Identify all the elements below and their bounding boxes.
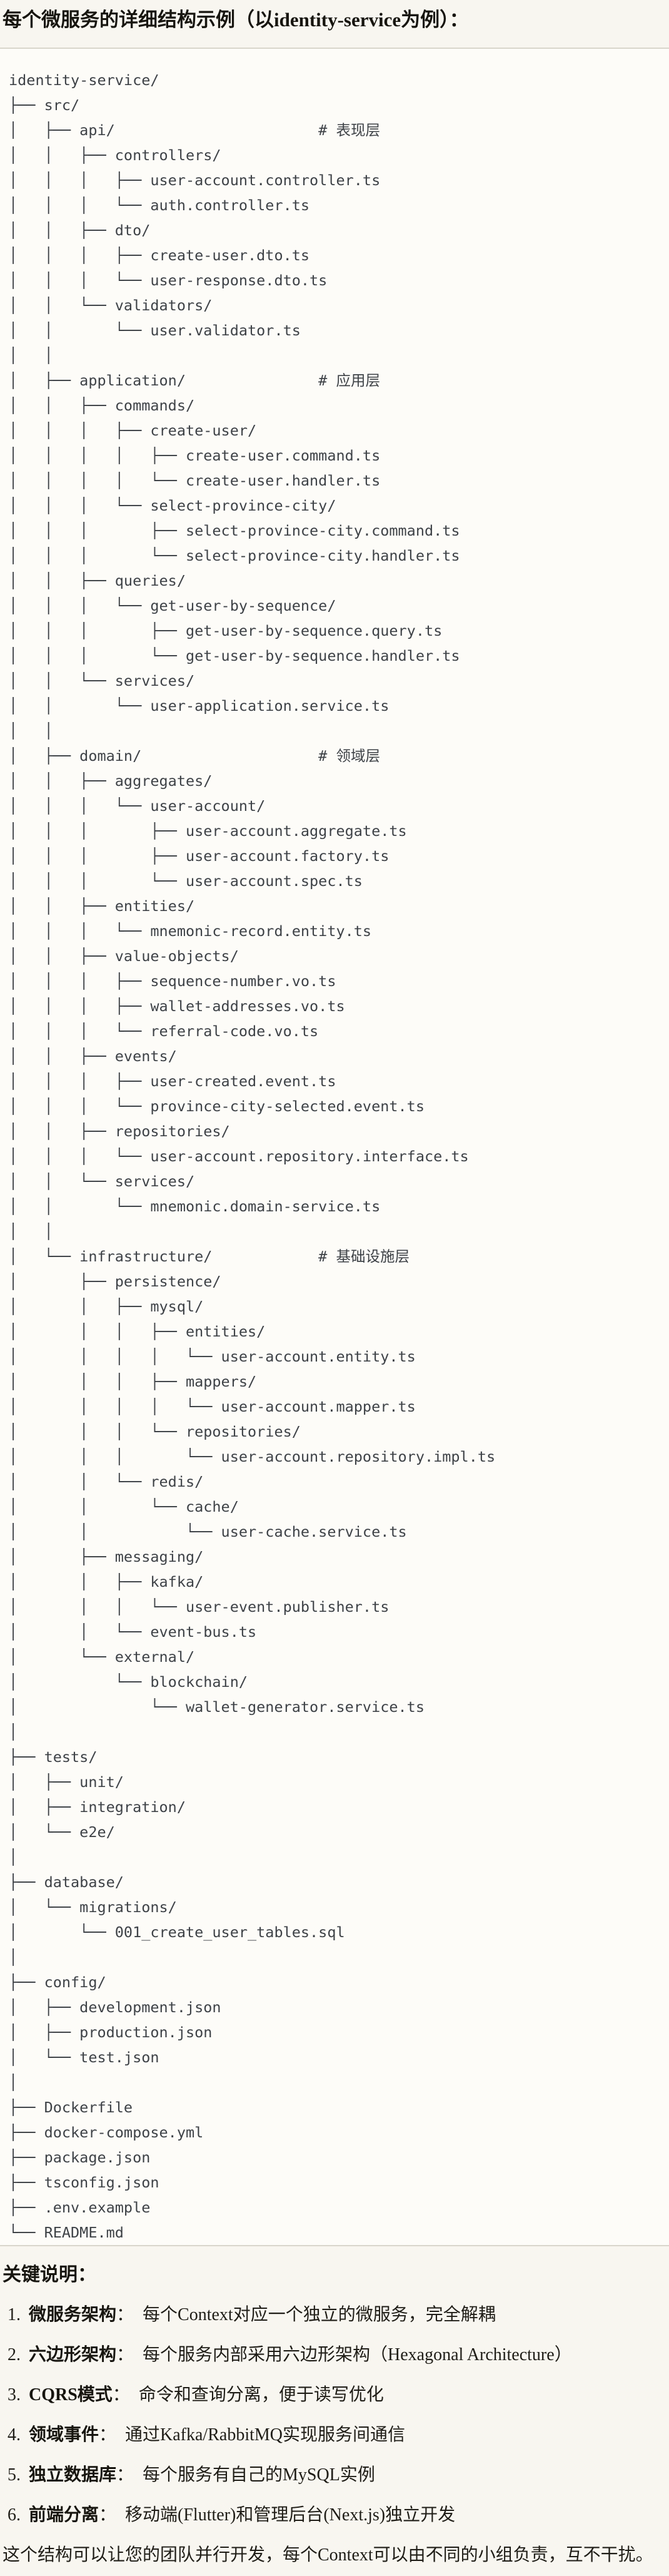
note-colon: ： — [99, 2505, 117, 2525]
note-description: 通过Kafka/RabbitMQ实现服务间通信 — [125, 2425, 405, 2445]
note-item-cqrs: 3. CQRS模式： 命令和查询分离，便于读写优化 — [8, 2383, 666, 2408]
note-body: CQRS模式： 命令和查询分离，便于读写优化 — [29, 2383, 384, 2408]
note-label: 微服务架构 — [29, 2305, 117, 2324]
note-body: 领域事件： 通过Kafka/RabbitMQ实现服务间通信 — [29, 2423, 405, 2448]
note-number: 4. — [8, 2425, 21, 2445]
note-label: CQRS模式 — [29, 2385, 113, 2405]
note-item-domain-events: 4. 领域事件： 通过Kafka/RabbitMQ实现服务间通信 — [8, 2423, 666, 2448]
note-number: 2. — [8, 2345, 21, 2365]
note-description: 移动端(Flutter)和管理后台(Next.js)独立开发 — [125, 2505, 456, 2525]
note-label: 领域事件 — [29, 2425, 99, 2445]
note-item-frontend: 6. 前端分离： 移动端(Flutter)和管理后台(Next.js)独立开发 — [8, 2503, 666, 2528]
note-body: 微服务架构： 每个Context对应一个独立的微服务，完全解耦 — [29, 2303, 496, 2328]
notes-list: 1. 微服务架构：每个Context对应一个独立的微服务，完全解耦 2. 六边形… — [3, 2303, 666, 2528]
note-colon: ： — [112, 2385, 130, 2405]
note-colon: ： — [116, 2345, 134, 2365]
note-colon: ： — [116, 2305, 134, 2324]
bottom-divider — [0, 2245, 669, 2246]
note-description: 每个Context对应一个独立的微服务，完全解耦 — [143, 2305, 496, 2324]
notes-heading: 关键说明： — [3, 2264, 96, 2285]
note-label: 前端分离 — [29, 2505, 99, 2525]
note-label: 六边形架构 — [29, 2345, 117, 2365]
note-colon: ： — [116, 2465, 134, 2485]
note-body: 前端分离： 移动端(Flutter)和管理后台(Next.js)独立开发 — [29, 2503, 455, 2528]
note-body: 六边形架构： 每个服务内部采用六边形架构（Hexagonal Architectu… — [29, 2343, 572, 2368]
note-item-microservice: 1. 微服务架构： 每个Context对应一个独立的微服务，完全解耦 — [8, 2303, 666, 2328]
note-number: 3. — [8, 2385, 21, 2405]
note-number: 5. — [8, 2465, 21, 2485]
notes-footer: 这个结构可以让您的团队并行开发，每个Context可以由不同的小组负责，互不干扰… — [3, 2545, 653, 2565]
note-colon: ： — [99, 2425, 117, 2445]
note-number: 1. — [8, 2305, 21, 2324]
note-item-hexagonal: 2. 六边形架构： 每个服务内部采用六边形架构（Hexagonal Archite… — [8, 2343, 666, 2368]
note-label: 独立数据库 — [29, 2465, 117, 2485]
doc-header: 每个微服务的详细结构示例（以identity-service为例）： — [0, 0, 669, 33]
note-description: 每个服务有自己的MySQL实例 — [143, 2465, 375, 2485]
top-divider — [0, 48, 669, 49]
note-body: 独立数据库： 每个服务有自己的MySQL实例 — [29, 2463, 375, 2488]
note-description: 命令和查询分离，便于读写优化 — [138, 2385, 384, 2405]
page-title: 每个微服务的详细结构示例（以identity-service为例）： — [3, 9, 469, 31]
note-description: 每个服务内部采用六边形架构（Hexagonal Architecture） — [143, 2345, 572, 2365]
note-number: 6. — [8, 2505, 21, 2525]
directory-tree: identity-service/ ├── src/ │ ├── api/ # … — [0, 49, 669, 2245]
note-item-database: 5. 独立数据库： 每个服务有自己的MySQL实例 — [8, 2463, 666, 2488]
key-notes-section: 关键说明： 1. 微服务架构：每个Context对应一个独立的微服务，完全解耦 … — [0, 2246, 669, 2572]
